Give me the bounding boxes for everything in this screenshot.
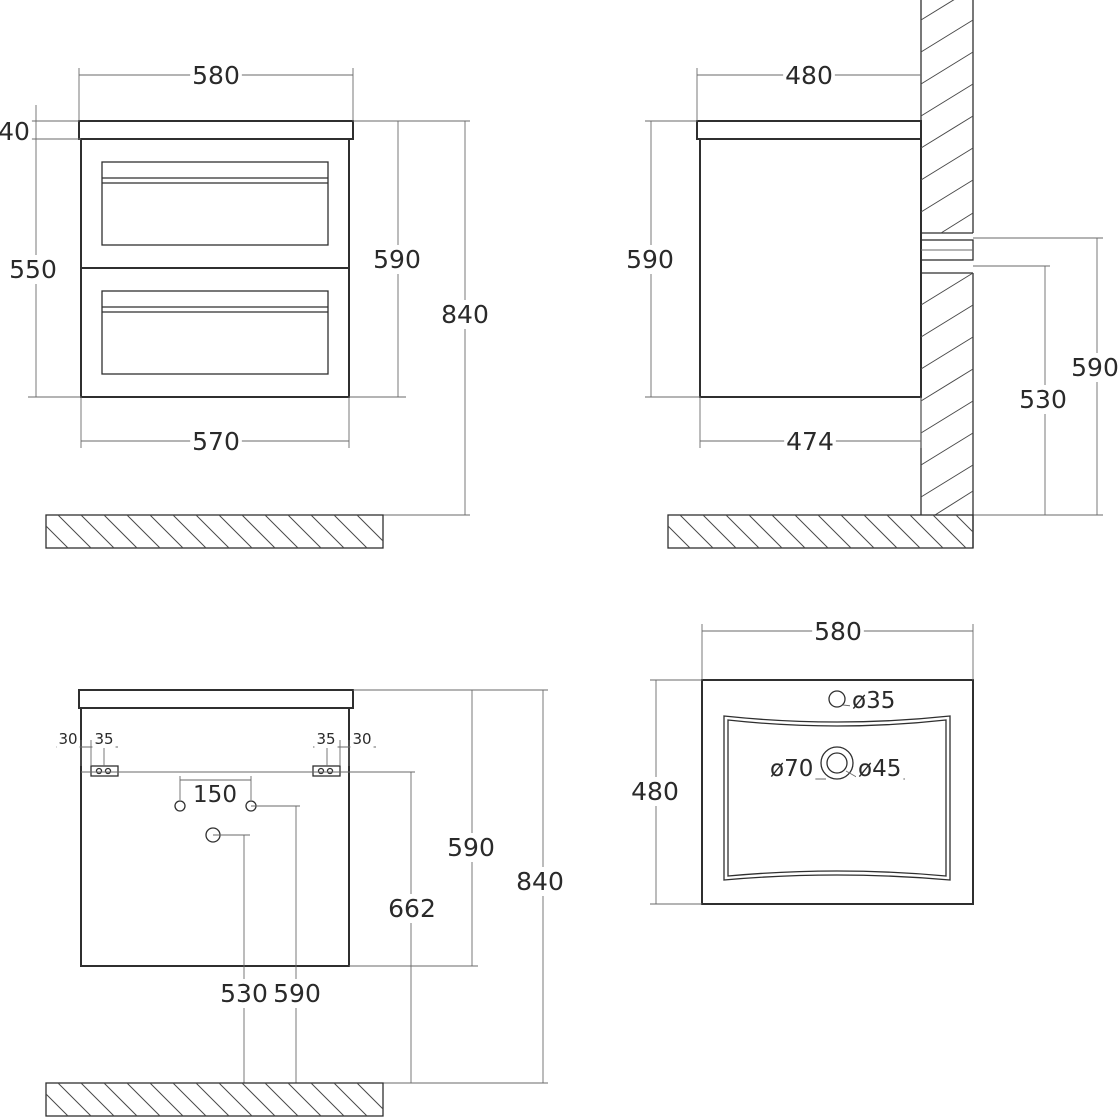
back-floor-hatch xyxy=(45,1082,384,1117)
label-backdrop xyxy=(1017,385,1069,414)
front-total-height-label: 840 xyxy=(441,300,489,329)
top-view: ø35 ø70 ø45 580 480 xyxy=(629,617,974,905)
label-backdrop xyxy=(784,427,836,456)
back-water-pipe-left xyxy=(174,800,186,812)
back-left-mount-bracket xyxy=(90,765,119,777)
side-wall-hatch xyxy=(920,0,974,548)
back-left-mount-offset-label: 35 xyxy=(94,730,113,748)
back-right-mount-offset-label: 35 xyxy=(316,730,335,748)
top-drain-outer-label: ø70 xyxy=(770,756,813,782)
back-right-mount-bracket xyxy=(312,765,341,777)
side-countertop xyxy=(696,120,922,140)
label-backdrop xyxy=(191,782,239,808)
side-top-depth-label: 480 xyxy=(785,61,833,90)
back-left-edge-offset-label: 30 xyxy=(58,730,77,748)
back-right-mount-hole-b xyxy=(326,767,334,775)
top-drain-outer xyxy=(820,746,854,780)
front-top-width-label: 580 xyxy=(192,61,240,90)
side-cabinet-height-label: 590 xyxy=(626,245,674,274)
label-backdrop xyxy=(56,730,80,748)
label-backdrop xyxy=(624,245,676,274)
front-floor-hatch xyxy=(45,514,384,549)
label-backdrop xyxy=(386,894,438,923)
back-right-mount-hole-a xyxy=(317,767,325,775)
back-total-height-label: 840 xyxy=(516,867,564,896)
back-view: 30 35 35 30 150 590 840 662 530 590 xyxy=(45,689,566,1117)
back-mount-height-label: 662 xyxy=(388,894,436,923)
label-backdrop xyxy=(629,777,681,806)
side-floor-hatch xyxy=(667,514,974,549)
label-backdrop xyxy=(190,427,242,456)
back-pipe-spacing-label: 150 xyxy=(193,782,237,808)
front-drawer-lower xyxy=(101,290,329,375)
label-backdrop xyxy=(7,255,59,284)
label-backdrop xyxy=(371,245,423,274)
front-countertop-label: 40 xyxy=(0,117,30,146)
top-tap-hole xyxy=(828,690,846,708)
back-right-edge-offset-label: 30 xyxy=(352,730,371,748)
top-drain-inner-label: ø45 xyxy=(858,756,901,782)
top-tap-hole-label: ø35 xyxy=(852,688,895,714)
label-backdrop xyxy=(350,730,374,748)
front-cabinet-height-label: 590 xyxy=(373,245,421,274)
side-cabinet-body xyxy=(699,138,922,398)
label-backdrop xyxy=(0,117,32,146)
top-countertop-outline xyxy=(701,679,974,905)
front-drawer-upper xyxy=(101,161,329,246)
label-backdrop xyxy=(783,61,835,90)
label-backdrop xyxy=(768,756,816,782)
label-backdrop xyxy=(856,756,904,782)
label-backdrop xyxy=(439,300,491,329)
label-backdrop xyxy=(218,979,270,1008)
side-mount-to-floor-label: 590 xyxy=(1071,353,1118,382)
back-drain-height-label: 530 xyxy=(220,979,268,1008)
label-backdrop xyxy=(190,61,242,90)
front-body-width-label: 570 xyxy=(192,427,240,456)
back-cabinet-body xyxy=(80,707,350,967)
front-countertop xyxy=(78,120,354,140)
back-left-mount-hole-a xyxy=(95,767,103,775)
back-left-mount-hole-b xyxy=(104,767,112,775)
back-countertop xyxy=(78,689,354,709)
side-body-depth-label: 474 xyxy=(786,427,834,456)
side-mount-lower-to-floor-label: 530 xyxy=(1019,385,1067,414)
top-width-label: 580 xyxy=(814,617,862,646)
back-cabinet-height-label: 590 xyxy=(447,833,495,862)
label-backdrop xyxy=(271,979,323,1008)
top-depth-label: 480 xyxy=(631,777,679,806)
side-view: 480 590 590 530 474 xyxy=(624,0,1118,549)
label-backdrop xyxy=(514,867,566,896)
label-backdrop xyxy=(92,730,116,748)
top-basin-bowl-inner xyxy=(727,719,947,877)
back-pipe-height-label: 590 xyxy=(273,979,321,1008)
top-drain-inner xyxy=(826,752,848,774)
top-basin-bowl xyxy=(723,715,951,881)
front-view: 580 40 550 590 840 570 xyxy=(0,61,491,549)
label-backdrop xyxy=(812,617,864,646)
label-backdrop xyxy=(1069,353,1118,382)
label-backdrop xyxy=(314,730,338,748)
front-body-height-label: 550 xyxy=(9,255,57,284)
label-backdrop xyxy=(445,833,497,862)
label-backdrop xyxy=(850,688,898,714)
